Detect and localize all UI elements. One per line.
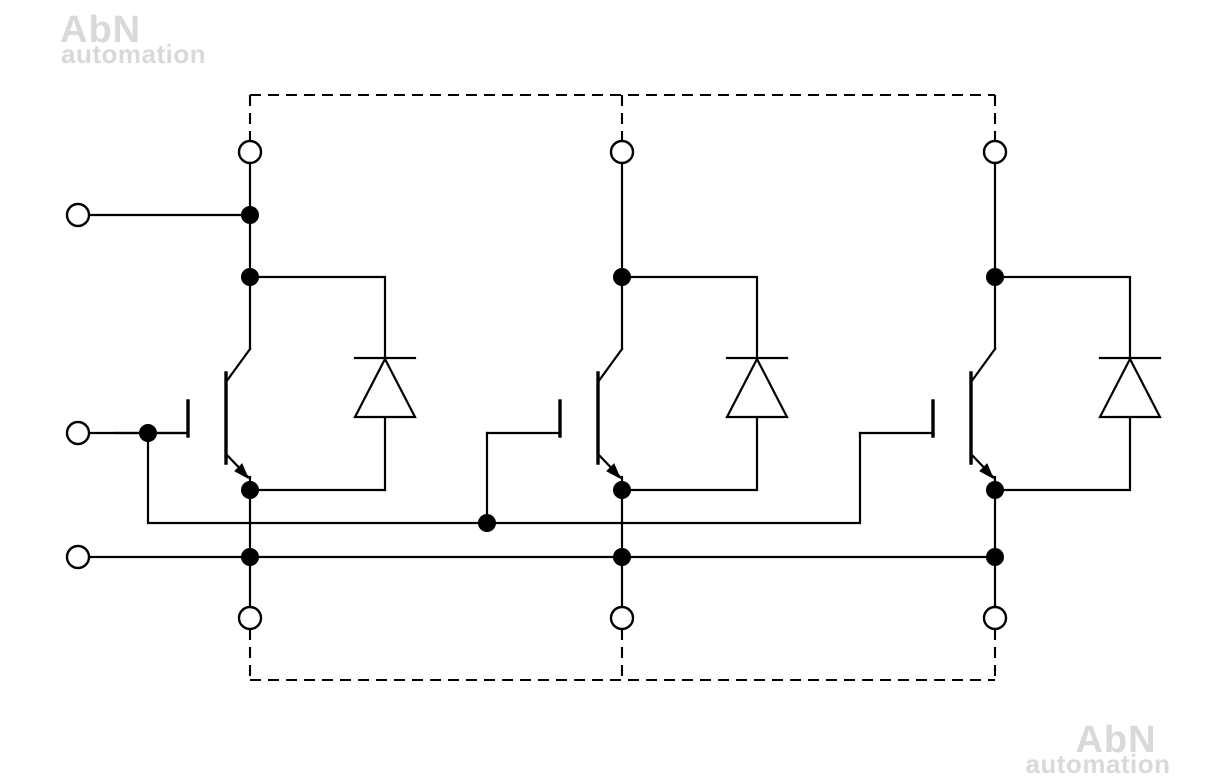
junction-dot (241, 206, 259, 224)
watermark-text: automation (61, 39, 206, 69)
wiring (87, 213, 997, 559)
gate-terminal (65, 420, 91, 446)
gate-interconnect-wire (146, 431, 862, 525)
phase-leg-2 (485, 93, 789, 682)
watermark-text: automation (1025, 749, 1170, 779)
watermark-bottom-right: AbN automation (1025, 719, 1170, 779)
phase-leg-3 (858, 93, 1162, 682)
left-terminals (65, 202, 91, 570)
junction-dot (478, 514, 496, 532)
watermark-top-left: AbN automation (60, 9, 206, 69)
junction-dots (139, 206, 496, 532)
watermark-text: AbN (60, 9, 141, 51)
phase-leg-1 (113, 93, 417, 682)
aux-collector-terminal (65, 202, 91, 228)
junction-dot (139, 424, 157, 442)
aux-emitter-terminal (65, 544, 91, 570)
module-outline (250, 93, 995, 682)
watermark-text: AbN (1075, 719, 1156, 761)
